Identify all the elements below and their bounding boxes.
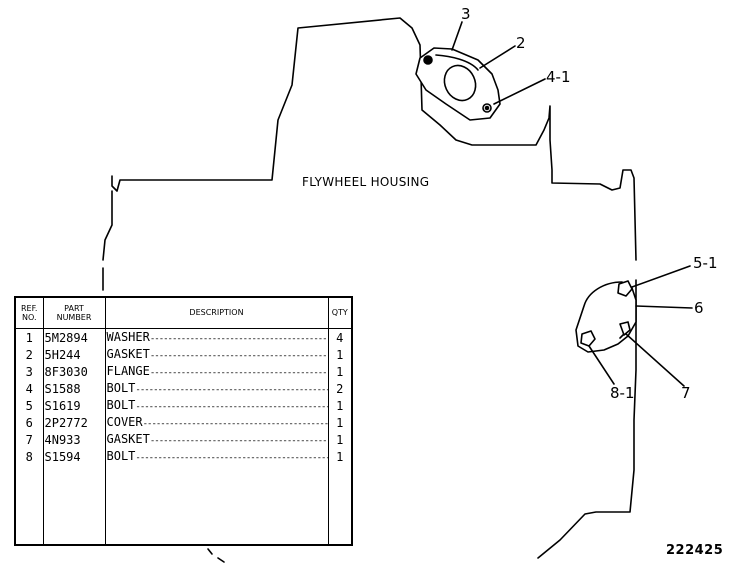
description-cell: FLANGE----------------------------------…	[104, 363, 329, 380]
housing-label: FLYWHEEL HOUSING	[302, 175, 430, 189]
leader-dashes: ----------------------------------------…	[142, 419, 328, 429]
filler-cell	[104, 465, 329, 545]
part-number-cell: 4N933	[42, 431, 106, 448]
description-cell: GASKET----------------------------------…	[104, 346, 329, 363]
qty-cell: 4	[327, 328, 353, 346]
part-number-cell: 8F3030	[42, 363, 106, 380]
filler-cell	[14, 465, 44, 545]
filler-cell	[42, 465, 106, 545]
callout-6: 6	[694, 299, 704, 317]
qty-cell: 2	[327, 380, 353, 397]
ref-cell: 6	[14, 414, 44, 431]
qty-cell: 1	[327, 414, 353, 431]
figure-number: 222425	[666, 543, 724, 558]
qty-cell: 1	[327, 448, 353, 465]
header-ref: REF.NO.	[14, 296, 44, 329]
callout-4-1: 4-1	[546, 68, 571, 86]
description-cell: BOLT------------------------------------…	[104, 380, 329, 397]
qty-cell: 1	[327, 397, 353, 414]
housing-outline-top	[111, 17, 637, 261]
flange-bolt-left	[423, 55, 433, 65]
ref-cell: 7	[14, 431, 44, 448]
description-text: FLANGE	[106, 364, 150, 378]
flange-bore	[443, 64, 477, 102]
header-qty: QTY	[327, 296, 353, 329]
cover-bolt-upper	[617, 280, 633, 297]
leader-8-1	[588, 345, 615, 385]
part-number-cell: S1594	[42, 448, 106, 465]
housing-outline-bottom	[207, 548, 225, 563]
description-text: GASKET	[106, 347, 150, 361]
cover-bolt-inner	[619, 321, 631, 336]
description-text: COVER	[106, 415, 143, 429]
ref-cell: 8	[14, 448, 44, 465]
ref-cell: 1	[14, 328, 44, 346]
part-number-cell: S1619	[42, 397, 106, 414]
leader-dashes: ----------------------------------------…	[149, 368, 327, 378]
callout-3: 3	[461, 5, 471, 23]
table-filler-row	[14, 465, 353, 545]
description-cell: WASHER----------------------------------…	[104, 328, 329, 346]
leader-dashes: ----------------------------------------…	[149, 436, 327, 446]
leader-6	[635, 305, 693, 309]
description-text: BOLT	[106, 398, 136, 412]
housing-outline-left	[102, 190, 113, 261]
qty-cell: 1	[327, 431, 353, 448]
flange-gasket-edge	[435, 54, 479, 71]
callout-2: 2	[516, 34, 526, 52]
qty-cell: 1	[327, 363, 353, 380]
ref-cell: 2	[14, 346, 44, 363]
flange-assembly	[415, 47, 501, 121]
qty-cell: 1	[327, 346, 353, 363]
housing-outline-right	[537, 279, 637, 559]
leader-dashes: ----------------------------------------…	[149, 351, 327, 361]
leader-2	[479, 45, 516, 69]
description-cell: BOLT------------------------------------…	[104, 397, 329, 414]
part-number-cell: 5H244	[42, 346, 106, 363]
part-number-cell: 5M2894	[42, 328, 106, 346]
leader-5-1	[631, 265, 691, 288]
callout-8-1: 8-1	[610, 384, 635, 402]
leader-dashes: ----------------------------------------…	[135, 402, 327, 412]
description-cell: GASKET----------------------------------…	[104, 431, 329, 448]
part-number-cell: S1588	[42, 380, 106, 397]
description-cell: BOLT------------------------------------…	[104, 448, 329, 465]
description-cell: COVER-----------------------------------…	[104, 414, 329, 431]
callout-7: 7	[681, 384, 691, 402]
description-text: BOLT	[106, 449, 136, 463]
filler-cell	[327, 465, 353, 545]
ref-cell: 5	[14, 397, 44, 414]
callout-5-1: 5-1	[693, 254, 718, 272]
cover-assembly	[575, 280, 637, 353]
description-text: GASKET	[106, 432, 150, 446]
ref-cell: 4	[14, 380, 44, 397]
part-number-cell: 2P2772	[42, 414, 106, 431]
leader-7	[625, 333, 685, 387]
leader-4-1	[493, 78, 546, 105]
leader-dashes: ----------------------------------------…	[135, 385, 327, 395]
cover-bolt-lower	[580, 330, 596, 347]
leader-3	[451, 21, 463, 51]
leader-dashes: ----------------------------------------…	[149, 334, 327, 344]
ref-cell: 3	[14, 363, 44, 380]
description-text: BOLT	[106, 381, 136, 395]
description-text: WASHER	[106, 330, 150, 344]
header-description: DESCRIPTION	[104, 296, 329, 329]
leader-dashes: ----------------------------------------…	[135, 453, 327, 463]
